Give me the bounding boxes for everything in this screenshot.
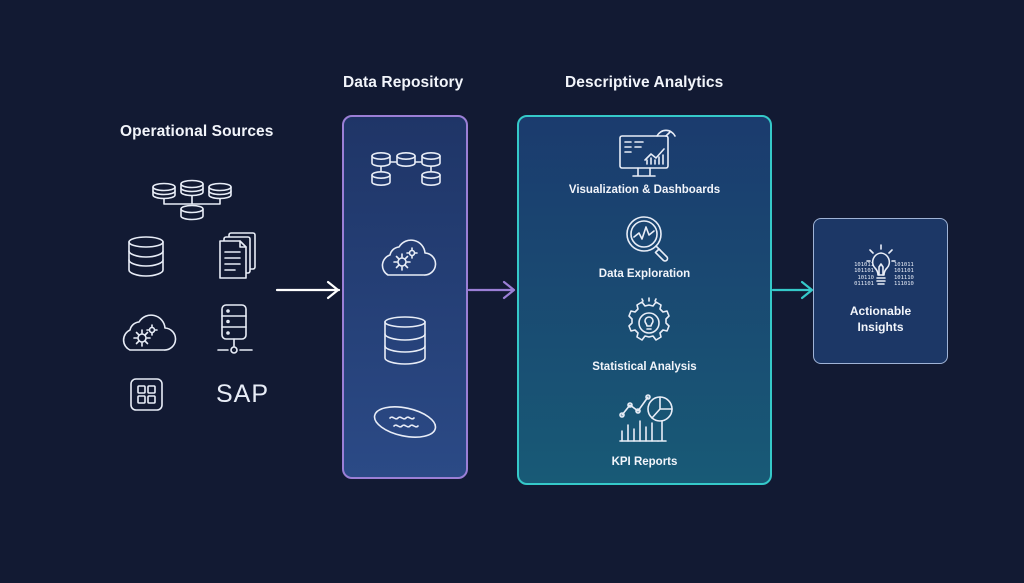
magnifier-chart-icon (626, 216, 669, 262)
descriptive-analytics-heading: Descriptive Analytics (565, 74, 724, 91)
insight-label-line2: Insights (857, 320, 904, 334)
database-icon (128, 236, 164, 277)
cloud-gear-icon (122, 314, 177, 351)
dashboard-monitor-icon (619, 129, 676, 177)
arrow-repository-to-analytics (467, 280, 516, 300)
visualization-dashboards-label: Visualization & Dashboards (568, 184, 721, 196)
operational-sources-heading: Operational Sources (120, 123, 274, 140)
binary-right: 101011 101101 101110 111010 (894, 262, 914, 287)
arrow-sources-to-repository (275, 280, 341, 300)
sap-label: SAP (216, 380, 270, 408)
lightbulb-icon (866, 244, 896, 285)
kpi-reports-label: KPI Reports (611, 456, 678, 468)
insight-label-line1: Actionable (849, 304, 912, 318)
database-network-icon (152, 179, 232, 221)
kpi-chart-icon (619, 394, 673, 442)
server-icon (217, 304, 253, 354)
arrow-analytics-to-insights (771, 280, 814, 300)
data-lake-icon (373, 406, 437, 438)
database-icon (384, 316, 426, 365)
data-repository-heading: Data Repository (343, 74, 464, 91)
actionable-insights-box (813, 218, 948, 364)
cloud-gear-icon (381, 239, 437, 276)
data-exploration-label: Data Exploration (598, 268, 691, 280)
documents-icon (219, 232, 256, 279)
actionable-insights-label: Actionable Insights (813, 303, 948, 335)
binary-left: 101011 101101 10110 011101 (854, 262, 874, 287)
statistical-analysis-label: Statistical Analysis (592, 361, 697, 373)
gear-bulb-icon (628, 297, 670, 341)
database-network-icon (371, 151, 441, 186)
grid-app-icon (130, 378, 163, 411)
